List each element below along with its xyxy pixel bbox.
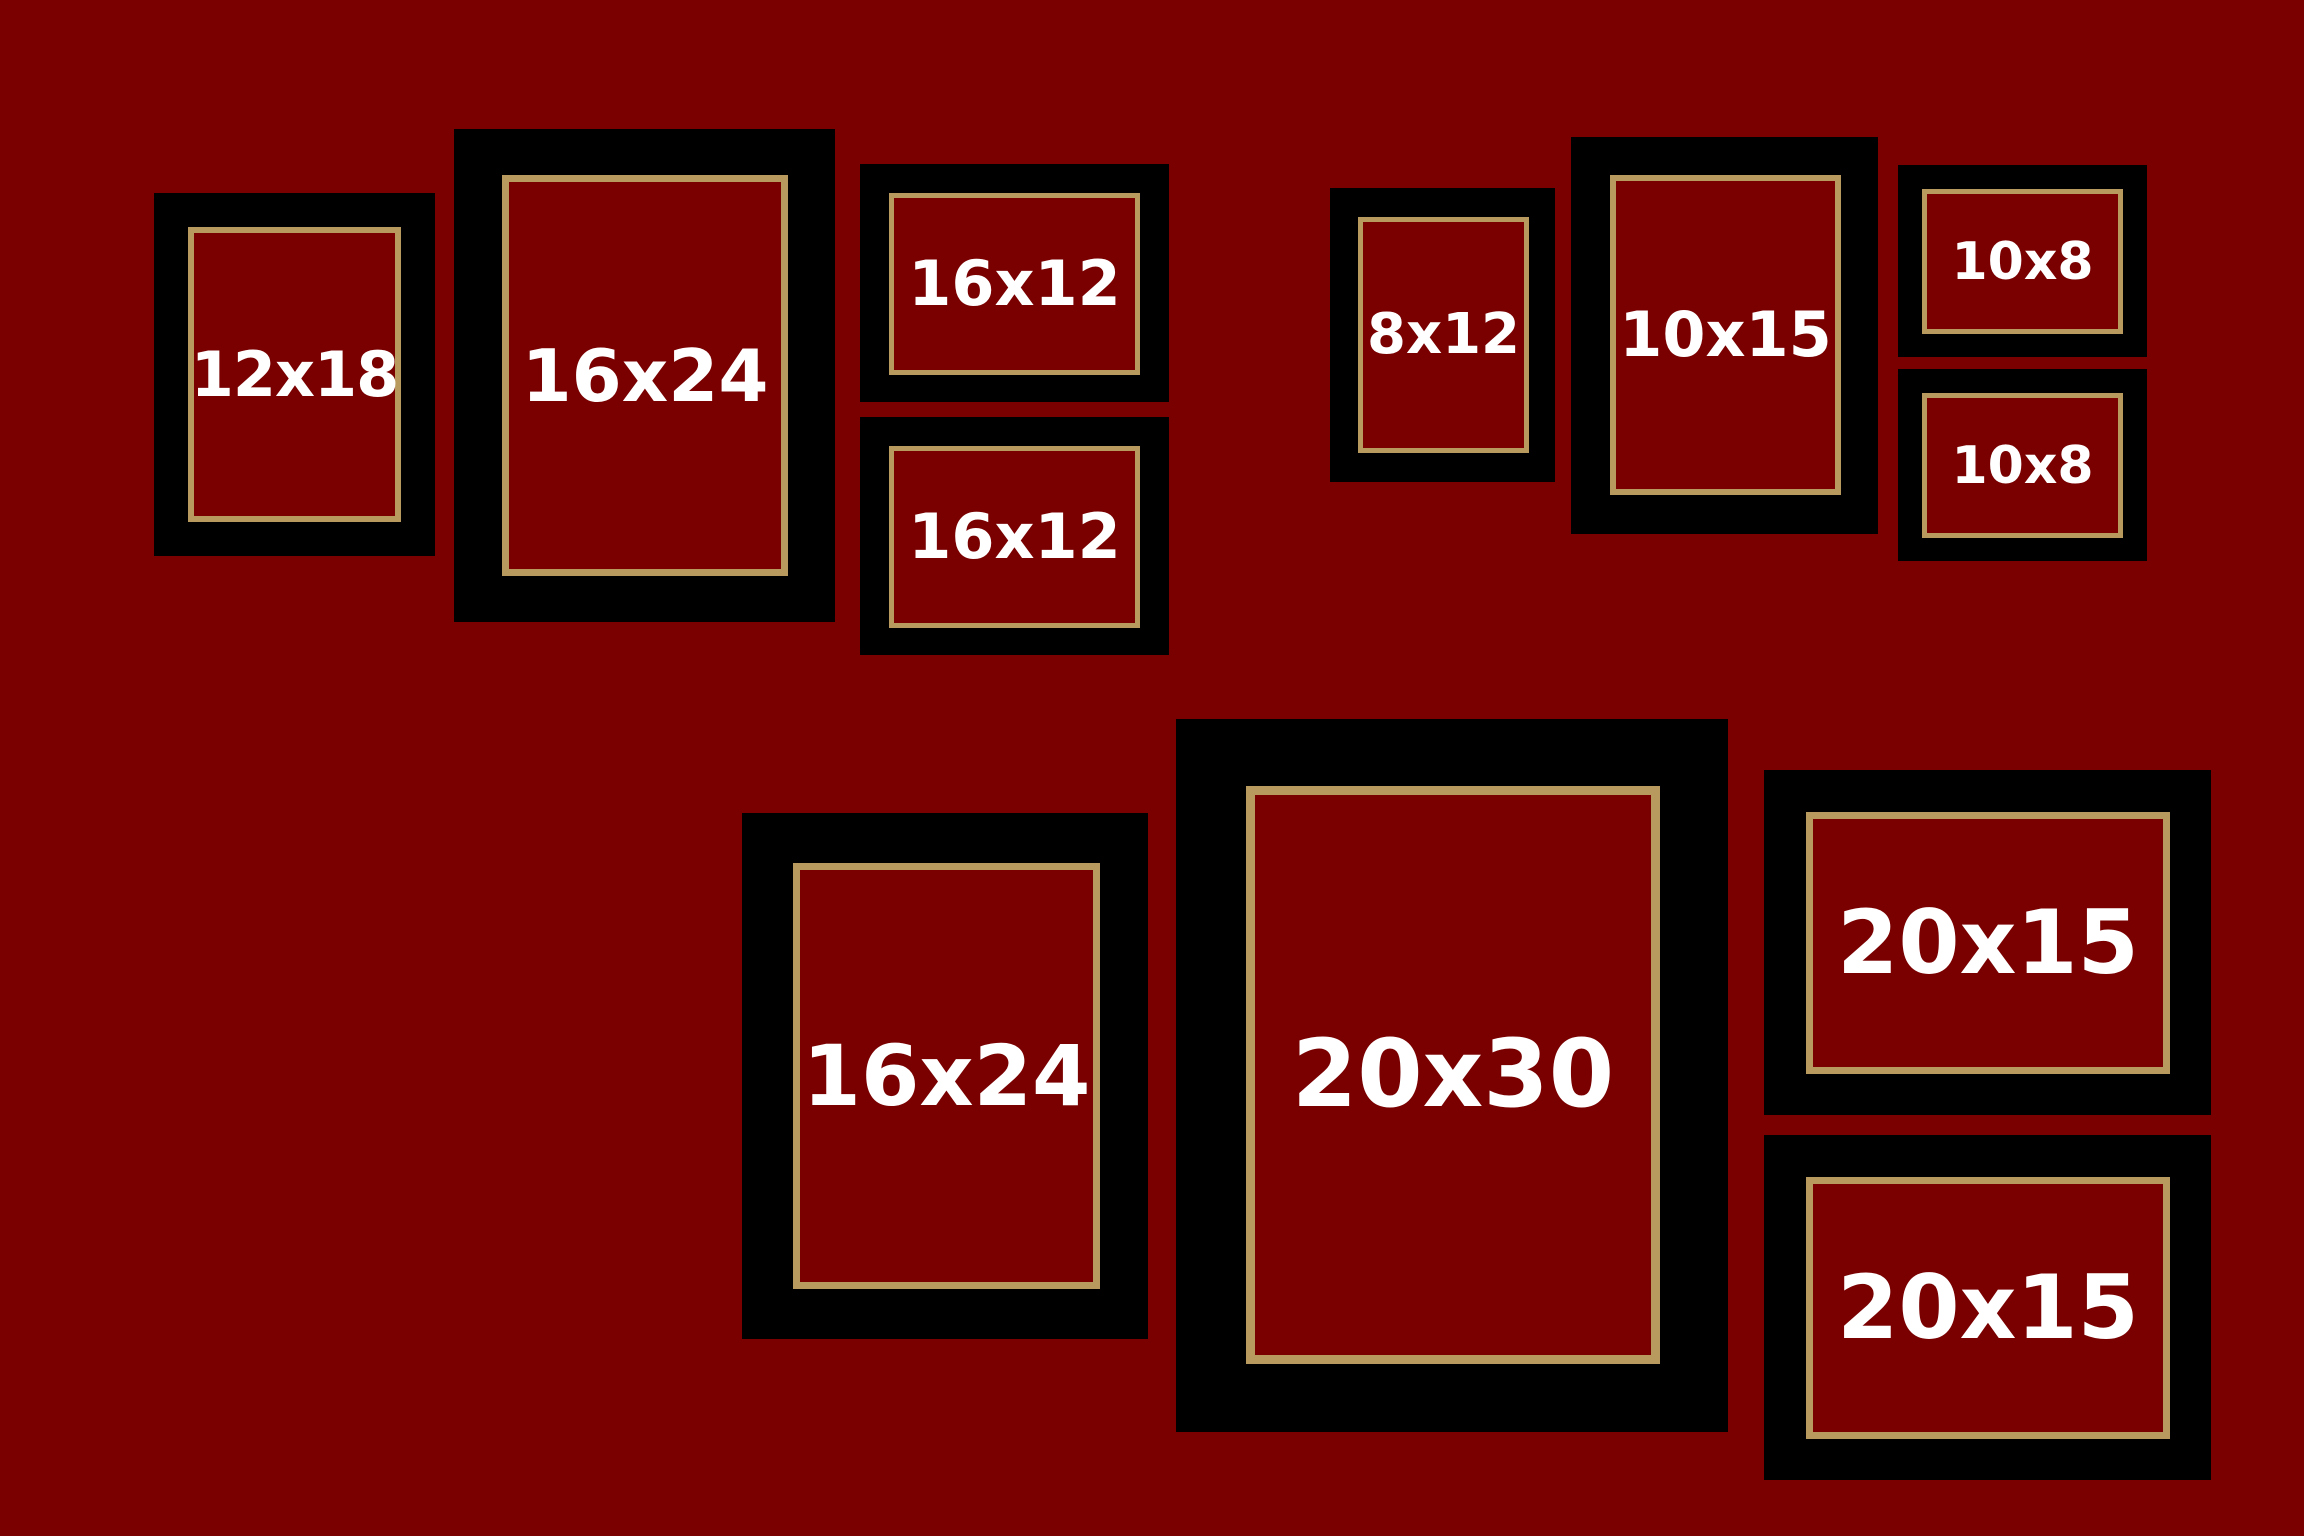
frame-size-label: 20x30 [1291,1020,1615,1129]
frame-size-label: 20x15 [1837,1256,2139,1359]
frame-mat: 10x15 [1610,175,1841,495]
frame-mat: 20x30 [1246,786,1660,1364]
frame-20x15-lower: 20x15 [1764,1135,2211,1480]
frame-16x24-bottom: 16x24 [742,813,1148,1339]
frame-mat: 10x8 [1922,189,2123,334]
frame-mat: 10x8 [1922,393,2123,538]
frame-size-label: 16x24 [521,333,769,418]
frame-size-label: 12x18 [190,337,400,411]
frame-12x18: 12x18 [154,193,435,556]
frame-mat: 16x12 [889,193,1140,375]
frame-size-label: 16x24 [802,1027,1091,1125]
frame-size-label: 10x15 [1619,298,1832,371]
frame-size-label: 16x12 [908,500,1121,573]
frame-size-label: 10x8 [1951,231,2094,292]
frame-mat: 16x24 [502,175,788,576]
frame-10x15: 10x15 [1571,137,1878,534]
frame-10x8-lower: 10x8 [1898,369,2147,561]
frame-16x24-top: 16x24 [454,129,835,622]
frame-mat: 20x15 [1806,1177,2170,1439]
frame-10x8-upper: 10x8 [1898,165,2147,357]
frame-16x12-upper: 16x12 [860,164,1169,402]
frame-size-label: 16x12 [908,247,1121,320]
frame-mat: 8x12 [1358,217,1529,453]
frame-size-label: 20x15 [1837,891,2139,994]
frame-size-label: 10x8 [1951,435,2094,496]
frame-16x12-lower: 16x12 [860,417,1169,655]
frame-mat: 12x18 [188,227,401,522]
frame-mat: 16x12 [889,446,1140,628]
frame-8x12: 8x12 [1330,188,1555,482]
frame-20x15-upper: 20x15 [1764,770,2211,1115]
frame-mat: 16x24 [793,863,1100,1289]
frame-mat: 20x15 [1806,812,2170,1074]
frame-size-label: 8x12 [1366,302,1521,367]
frame-20x30: 20x30 [1176,719,1728,1432]
